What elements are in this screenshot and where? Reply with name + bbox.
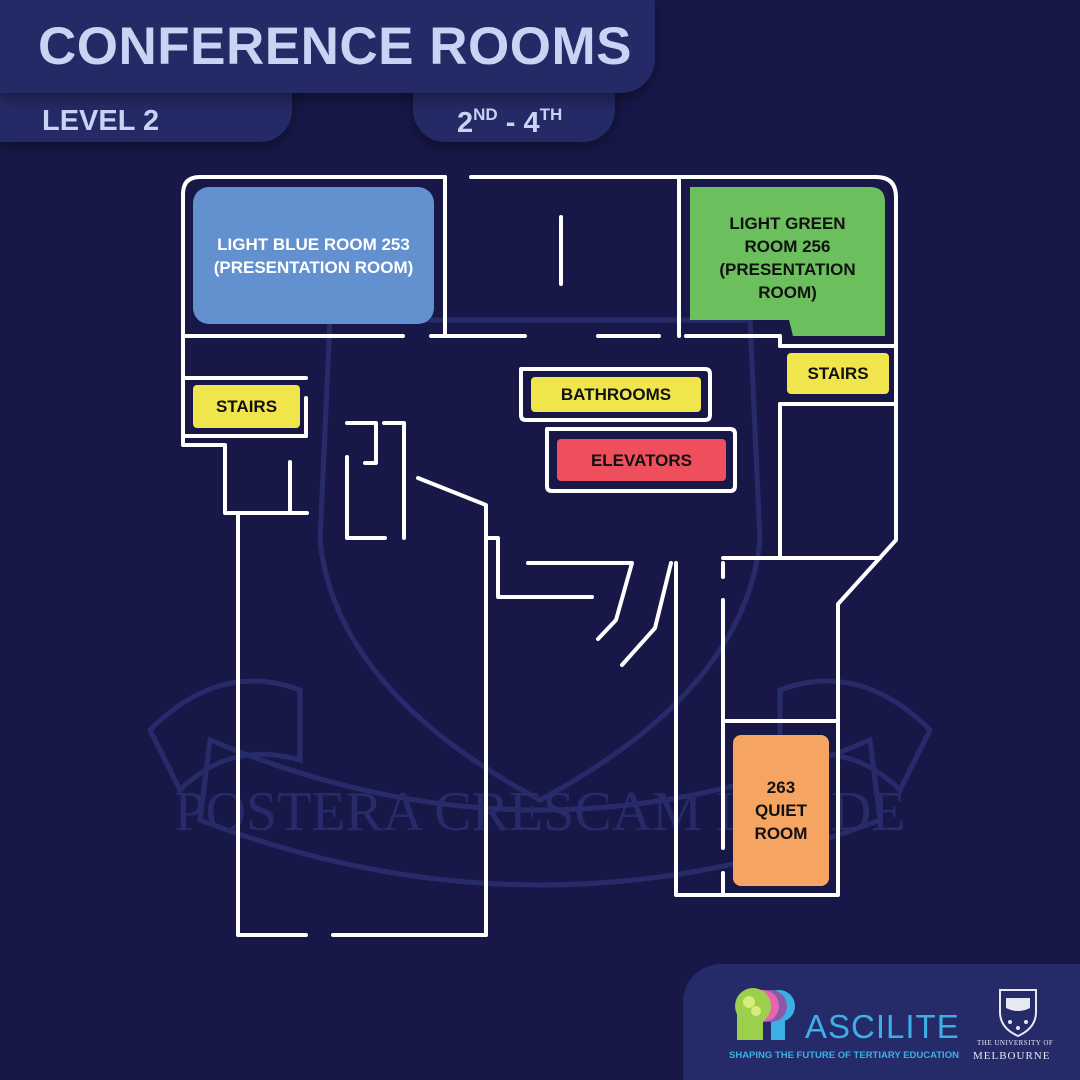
quiet-room-block xyxy=(733,735,829,886)
bathrooms-label: BATHROOMS xyxy=(560,385,672,404)
stairs-right-block xyxy=(787,353,889,394)
stairs-right-label: STAIRS xyxy=(807,364,869,383)
ascilite-wordmark: ASCILITE xyxy=(805,1008,960,1045)
room-light-green-label: LIGHT GREEN ROOM 256 (PRESENTATION ROOM) xyxy=(719,214,856,302)
room-light-blue-block xyxy=(193,187,434,324)
dates-from-suffix: ND xyxy=(473,105,498,124)
dates-to: 4 xyxy=(523,107,540,139)
dates-label: 2ND - 4TH xyxy=(457,105,562,140)
ascilite-tagline: SHAPING THE FUTURE OF TERTIARY EDUCATION xyxy=(729,1050,959,1061)
ascilite-heads-icon xyxy=(735,988,795,1040)
elevators-label: ELEVATORS xyxy=(590,450,693,470)
bathrooms-block xyxy=(531,377,701,412)
level-label: LEVEL 2 xyxy=(42,105,160,137)
room-light-green-block xyxy=(690,187,885,336)
elevators-block xyxy=(557,439,726,481)
page-title: CONFERENCE ROOMS xyxy=(38,17,632,76)
stairs-left-label: STAIRS xyxy=(215,397,278,416)
dates-to-suffix: TH xyxy=(539,105,563,124)
quiet-room-label: 263 QUIET ROOM xyxy=(754,778,808,843)
footer-logos: ASCILITE SHAPING THE FUTURE OF TERTIARY … xyxy=(683,964,1080,1080)
university-crest-icon xyxy=(999,989,1037,1038)
university-prefix: THE UNIVERSITY OF xyxy=(977,1039,1054,1047)
stairs-left-block xyxy=(193,385,300,428)
walls xyxy=(181,175,898,937)
dates-separator: - xyxy=(497,107,524,139)
room-light-blue-label: LIGHT BLUE ROOM 253 (PRESENTATION ROOM) xyxy=(213,234,414,277)
title-tab: CONFERENCE ROOMS xyxy=(0,0,655,93)
university-name: MELBOURNE xyxy=(973,1050,1051,1062)
dates-from: 2 xyxy=(457,107,474,139)
